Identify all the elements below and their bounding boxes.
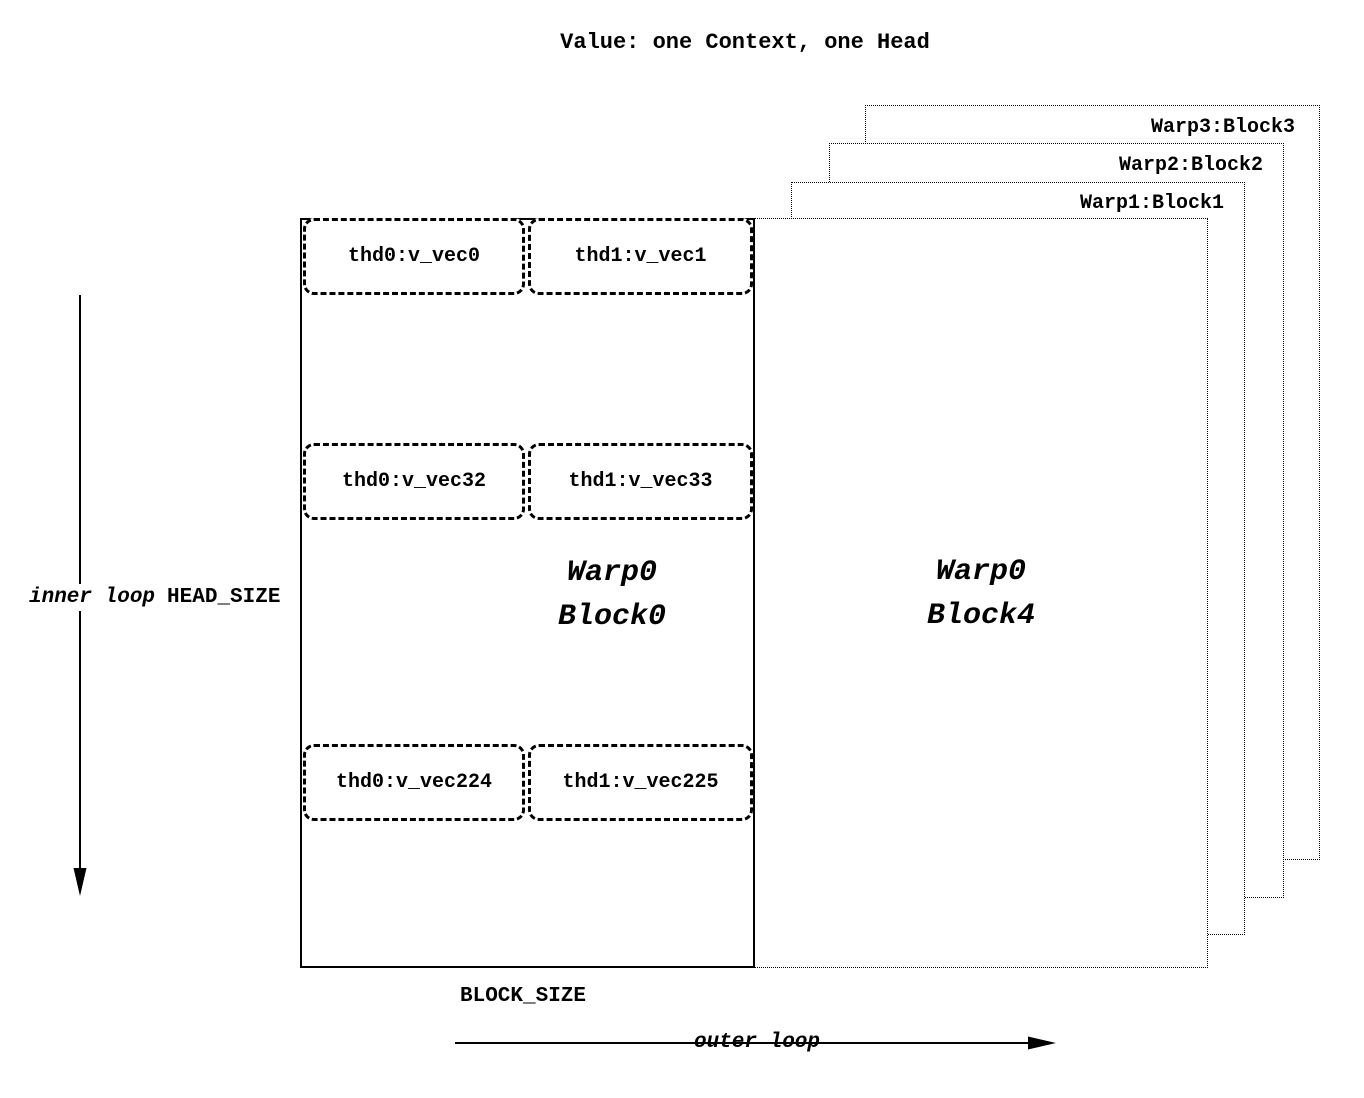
warp2-block2-label: Warp2:Block2 [1118, 154, 1263, 177]
warp0-block0-block-line: Block0 [557, 599, 667, 634]
warp0-block4-name: Warp0 Block4 [927, 551, 1035, 638]
inner-loop-label: inner loop [29, 586, 156, 609]
thread-vec-label: thd0:v_vec224 [335, 771, 493, 794]
thread-vec-box: thd1:v_vec1 [528, 218, 753, 295]
warp0-block4-block-line: Block4 [926, 598, 1036, 633]
warp1-block1-label: Warp1:Block1 [1079, 192, 1224, 215]
warp0-block0-rect: thd0:v_vec0 thd1:v_vec1 thd0:v_vec32 thd… [300, 218, 755, 968]
warp0-block4-rect: Warp0 Block4 [755, 218, 1208, 968]
warp0-block4-warp-line: Warp0 [935, 555, 1026, 589]
thread-vec-label: thd1:v_vec225 [562, 771, 719, 794]
thread-vec-box: thd1:v_vec225 [528, 744, 753, 821]
thread-vec-label: thd1:v_vec1 [574, 245, 707, 268]
block-size-label: BLOCK_SIZE [459, 985, 587, 1008]
head-size-label: HEAD_SIZE [167, 586, 281, 609]
diagram-title: Value: one Context, one Head [560, 30, 930, 55]
warp0-block0-warp-line: Warp0 [566, 556, 657, 590]
warp3-block3-label: Warp3:Block3 [1150, 116, 1295, 139]
thread-vec-box: thd0:v_vec32 [303, 443, 525, 520]
thread-vec-label: thd0:v_vec32 [341, 470, 487, 493]
thread-vec-label: thd1:v_vec33 [568, 470, 713, 493]
thread-vec-box: thd0:v_vec224 [303, 744, 525, 821]
thread-vec-box: thd1:v_vec33 [528, 443, 753, 520]
thread-vec-box: thd0:v_vec0 [303, 218, 525, 295]
inner-loop-head-size-label: inner loop HEAD_SIZE [25, 584, 285, 611]
outer-loop-label: outer loop [693, 1031, 821, 1054]
warp0-block0-name: Warp0 Block0 [558, 552, 666, 639]
thread-vec-label: thd0:v_vec0 [347, 245, 481, 268]
